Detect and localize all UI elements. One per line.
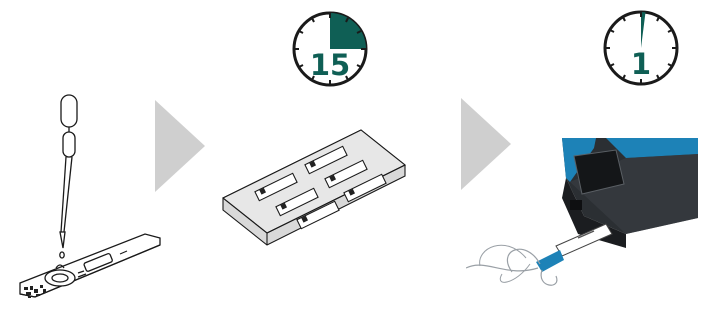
test-cassette-icon	[20, 234, 160, 298]
timer-15-minutes: 15	[290, 4, 370, 90]
cassette-tray-icon	[223, 130, 405, 245]
timer-1-minute: 1	[601, 3, 681, 89]
step-2-illustration	[215, 110, 415, 260]
test-reader-device-icon	[466, 138, 698, 285]
next-step-arrow-1	[155, 100, 205, 192]
timer-value: 15	[290, 50, 370, 80]
step-3-illustration	[466, 138, 698, 294]
timer-value: 1	[601, 49, 681, 79]
dropper-icon	[60, 95, 77, 258]
step-1-illustration	[0, 0, 180, 326]
